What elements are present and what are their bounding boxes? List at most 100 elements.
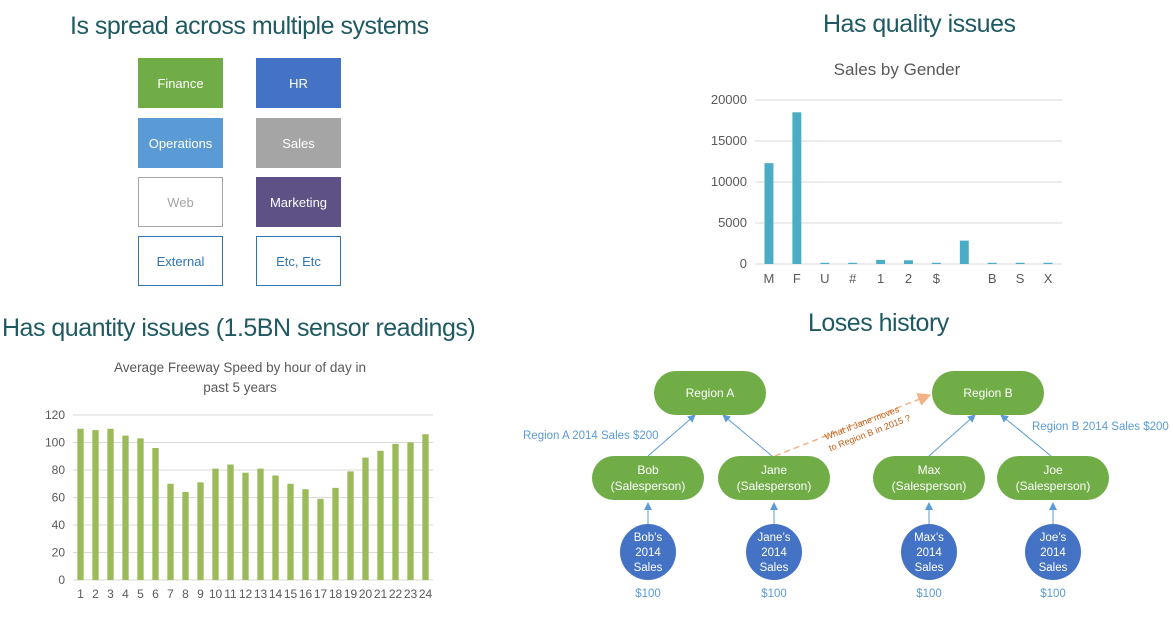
salesperson-name: Max	[918, 463, 941, 477]
salesperson-name: Jane	[761, 463, 787, 477]
x-tick-label: 1	[77, 587, 84, 601]
x-tick-label: 12	[239, 587, 253, 601]
x-tick-label: 17	[314, 587, 328, 601]
y-tick-label: 20000	[711, 92, 747, 107]
x-tick-label: 24	[419, 587, 433, 601]
x-tick-label: 7	[167, 587, 174, 601]
y-tick-label: 100	[45, 436, 65, 450]
x-tick-label: U	[820, 271, 829, 286]
bar	[212, 468, 219, 580]
system-box-finance: Finance	[138, 58, 223, 108]
x-tick-label: 11	[224, 587, 237, 601]
bar	[92, 430, 99, 580]
chart-title: Sales by Gender	[834, 60, 961, 79]
sales-circle-label: Joe’s	[1040, 532, 1067, 544]
y-tick-label: 60	[52, 491, 66, 505]
bar	[362, 457, 369, 580]
sales-amount: $100	[635, 588, 661, 600]
x-tick-label: 2	[905, 271, 912, 286]
bar	[137, 438, 144, 580]
bar	[167, 483, 174, 580]
sales-circle-label: 2014	[916, 547, 942, 559]
y-tick-label: 15000	[711, 133, 747, 148]
bar	[377, 450, 384, 580]
x-tick-label: 23	[404, 587, 418, 601]
x-tick-label: B	[988, 271, 997, 286]
move-arrow	[774, 393, 932, 457]
sales-circle-label: Bob’s	[634, 532, 663, 544]
y-tick-label: 120	[45, 408, 65, 422]
sales-circle-label: Sales	[1039, 562, 1068, 574]
sales-circle-label: 2014	[635, 547, 661, 559]
salesperson-name: Bob	[637, 463, 659, 477]
sales-circle	[1025, 524, 1081, 580]
x-tick-label: 1	[877, 271, 884, 286]
bar	[820, 262, 830, 264]
x-tick-label: 13	[254, 587, 268, 601]
connector-arrow	[928, 414, 976, 457]
system-box-sales: Sales	[256, 118, 341, 168]
bar	[987, 262, 997, 264]
chart-title: past 5 years	[203, 380, 277, 395]
region-a-pill	[654, 371, 766, 415]
salesperson-pill	[718, 456, 830, 500]
x-tick-label: 5	[137, 587, 144, 601]
x-tick-label: 20	[359, 587, 373, 601]
systems-heading: Is spread across multiple systems	[70, 12, 429, 40]
bar	[182, 492, 189, 580]
bar	[122, 435, 129, 580]
x-tick-label: 22	[389, 587, 403, 601]
x-tick-label: 18	[329, 587, 343, 601]
sales-circle	[746, 524, 802, 580]
bar	[407, 442, 414, 580]
bar	[152, 448, 159, 580]
system-label: External	[156, 253, 205, 269]
connector-arrow	[647, 414, 696, 457]
system-label: HR	[289, 75, 308, 91]
system-box-etc: Etc, Etc	[256, 236, 341, 286]
x-tick-label: 9	[197, 587, 204, 601]
x-tick-label: 21	[374, 587, 388, 601]
system-label: Web	[167, 194, 194, 210]
sales-circle-label: Jane’s	[757, 532, 790, 544]
system-box-web: Web	[138, 177, 223, 227]
sales-circle-label: 2014	[761, 547, 787, 559]
y-tick-label: 40	[52, 518, 66, 532]
y-tick-label: 0	[740, 256, 747, 271]
bar	[764, 163, 774, 264]
x-tick-label: 3	[107, 587, 114, 601]
bar	[347, 471, 354, 580]
salesperson-pill	[592, 456, 704, 500]
salesperson-role: (Salesperson)	[1016, 479, 1091, 493]
sales-circle-label: Sales	[634, 562, 663, 574]
x-tick-label: 4	[122, 587, 129, 601]
sales-circle	[901, 524, 957, 580]
x-tick-label: 19	[344, 587, 358, 601]
x-tick-label: 14	[269, 587, 283, 601]
system-label: Finance	[157, 75, 204, 91]
salesperson-role: (Salesperson)	[611, 479, 686, 493]
x-tick-label: 10	[209, 587, 223, 601]
x-tick-label: M	[764, 271, 775, 286]
sales-amount: $100	[1040, 588, 1066, 600]
salesperson-pill	[997, 456, 1109, 500]
sales-circle-label: 2014	[1040, 547, 1066, 559]
x-tick-label: 15	[284, 587, 298, 601]
connector-arrow	[722, 414, 773, 457]
bar	[848, 262, 858, 264]
y-tick-label: 20	[52, 546, 66, 560]
region-label: Region B	[963, 386, 1012, 400]
x-tick-label: $	[933, 271, 941, 286]
bar	[332, 487, 339, 580]
bar	[107, 428, 114, 580]
system-box-operations: Operations	[138, 118, 223, 168]
bar	[1043, 262, 1053, 264]
bar	[1015, 262, 1025, 264]
quantity-heading: Has quantity issues (1.5BN sensor readin…	[2, 314, 476, 342]
system-label: Etc, Etc	[276, 253, 321, 269]
bar	[287, 483, 294, 580]
salesperson-role: (Salesperson)	[892, 479, 967, 493]
